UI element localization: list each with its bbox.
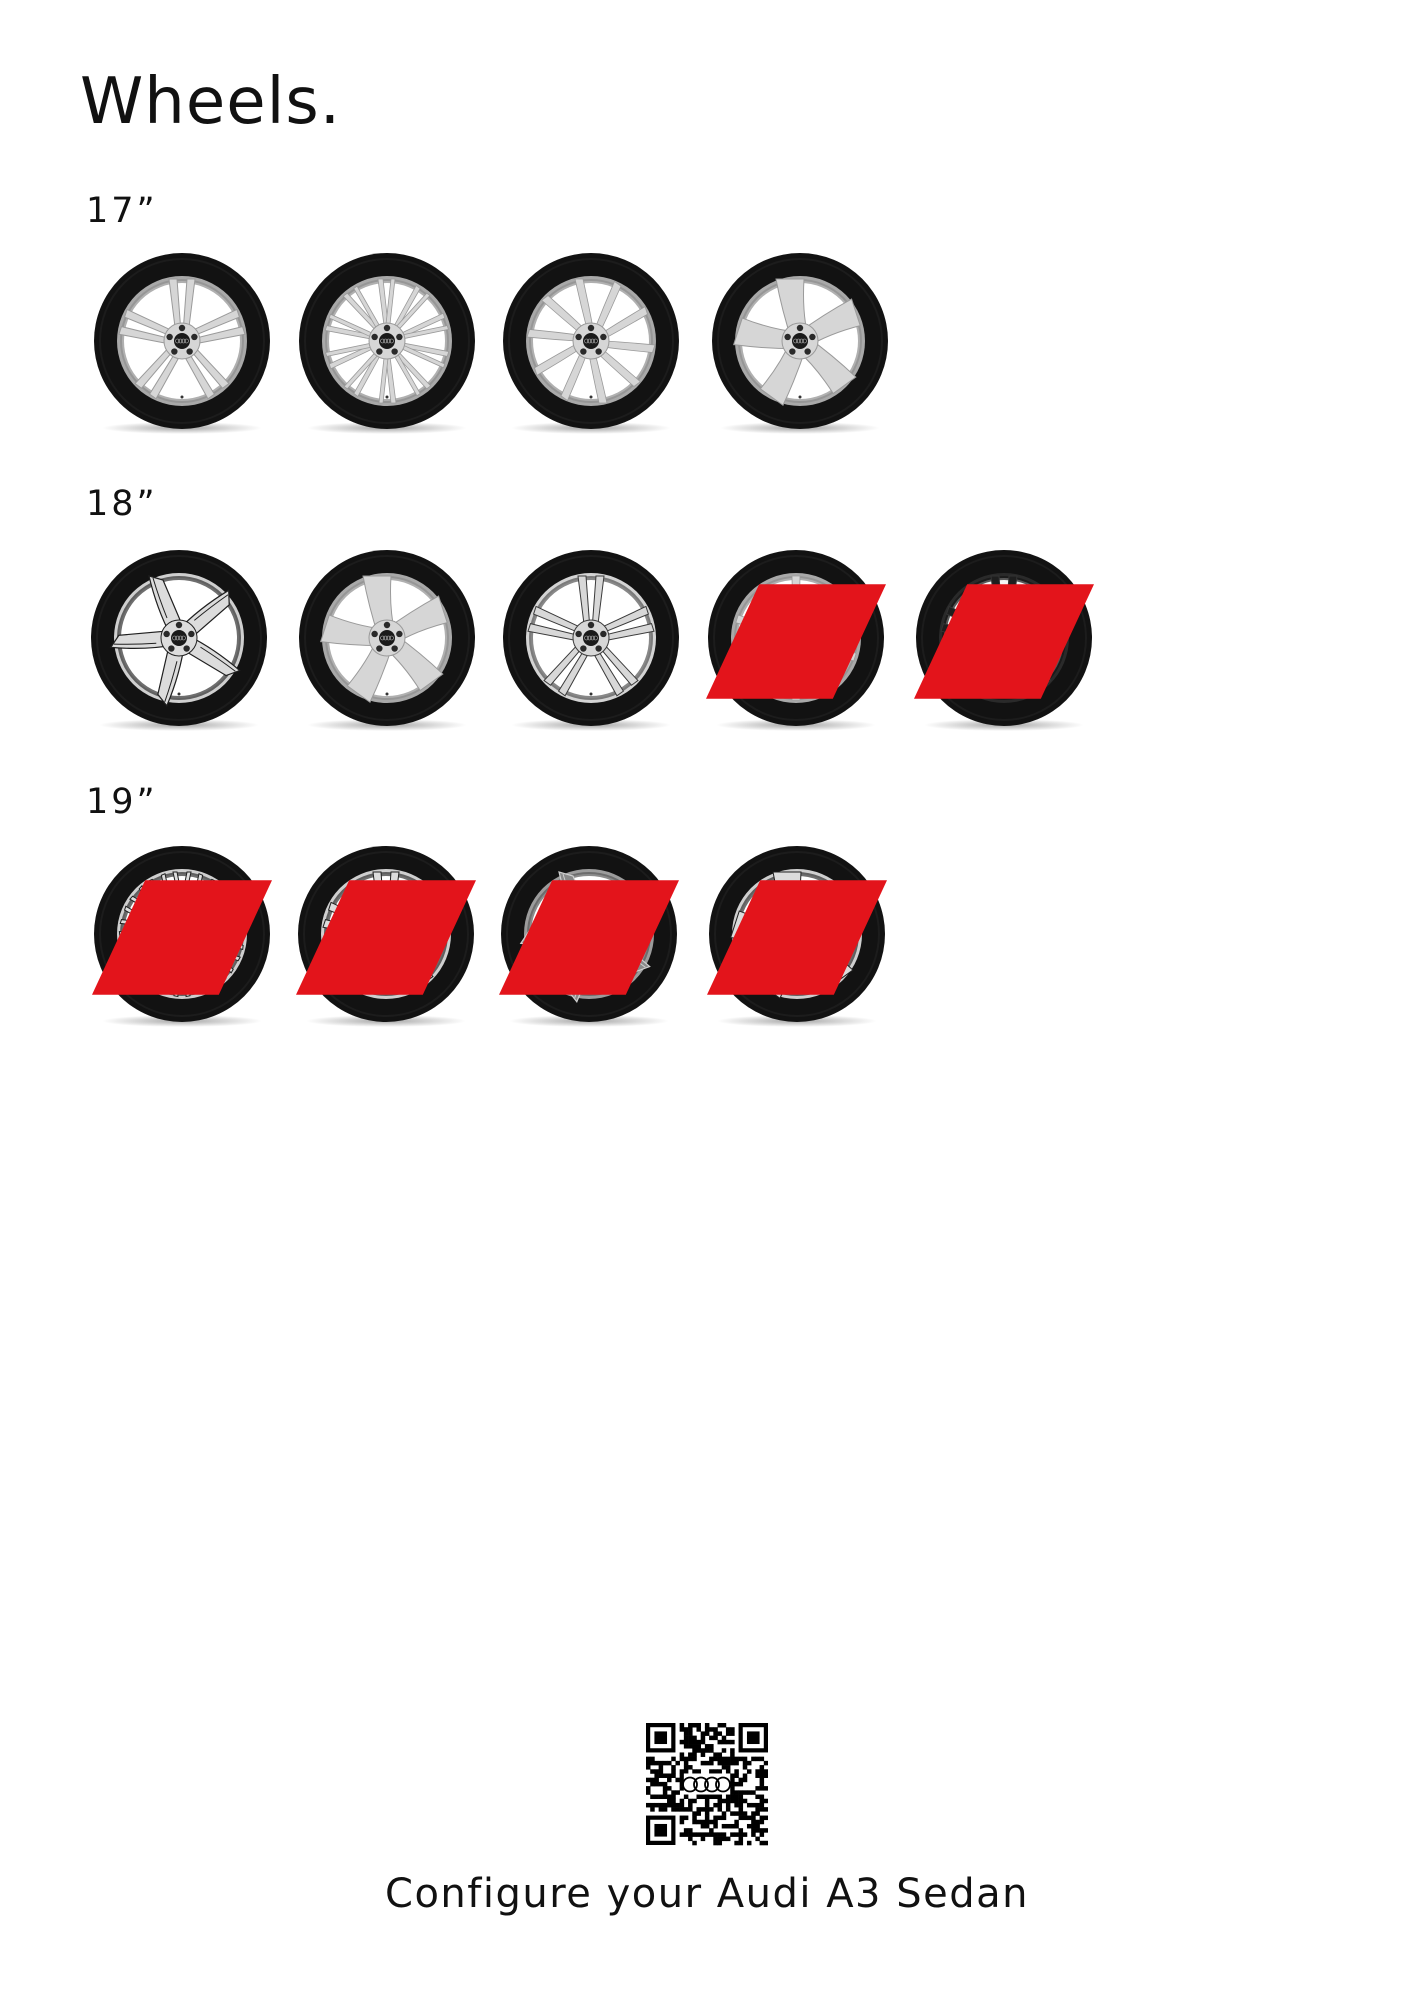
wheel-image: 19-inch 5-arm turbine graphite (Audi Spo… bbox=[499, 845, 679, 1030]
wheel-image: 18-inch 5-arm silver bbox=[297, 549, 477, 734]
wheel-name: 18-inch 5-double-arm bi-color bbox=[501, 734, 502, 735]
wheel-image: 19-inch 5-arm bi-color (Audi Sport) bbox=[707, 845, 887, 1030]
wheel-name: 18-inch 5-arm dynamic bi-color bbox=[89, 734, 90, 735]
wheel-image: 17-inch double-spoke silver bbox=[92, 252, 272, 437]
size-label-17: 17” bbox=[86, 191, 158, 231]
wheel-image: 17-inch dynamic multi-spoke silver bbox=[501, 252, 681, 437]
wheel-icon bbox=[91, 550, 267, 731]
wheel-name: 19-inch 5-double-arm bi-color (Audi Spor… bbox=[296, 1030, 297, 1031]
wheel-name: 18-inch 5-arm silver bbox=[297, 734, 298, 735]
wheel-image: 18-inch 5-double-arm bi-color bbox=[501, 549, 681, 734]
wheel-row-17: 17-inch double-spoke silver 17-inch mult… bbox=[0, 252, 1414, 442]
wheel-icon bbox=[503, 253, 679, 434]
wheel-name: 19-inch multi-spoke bi-color (Audi Sport… bbox=[92, 1030, 93, 1031]
audi-sport-flag-icon bbox=[92, 880, 272, 995]
audi-sport-flag-icon bbox=[707, 880, 887, 995]
wheel-name: 19-inch 5-arm turbine graphite (Audi Spo… bbox=[499, 1030, 500, 1031]
wheel-image: 18-inch 5-arm dynamic bi-color bbox=[89, 549, 269, 734]
wheel-name: 17-inch double-spoke silver bbox=[92, 437, 93, 438]
wheel-name: 17-inch dynamic multi-spoke silver bbox=[501, 437, 502, 438]
qr-code-icon bbox=[646, 1723, 769, 1846]
wheel-image: 17-inch multi-spoke silver bbox=[297, 252, 477, 437]
wheel-image: 19-inch 5-double-arm bi-color (Audi Spor… bbox=[296, 845, 476, 1030]
wheel-icon bbox=[503, 550, 679, 731]
wheel-image: 18-inch 5-double-arm black (Audi Sport) bbox=[914, 549, 1094, 734]
audi-sport-flag-icon bbox=[499, 880, 679, 995]
wheel-icon bbox=[299, 550, 475, 731]
wheel-name: 18-inch 10-spoke silver (Audi Sport) bbox=[706, 734, 707, 735]
wheel-name: 18-inch 5-double-arm black (Audi Sport) bbox=[914, 734, 915, 735]
wheel-row-19: 19-inch multi-spoke bi-color (Audi Sport… bbox=[0, 845, 1414, 1035]
wheel-image: 18-inch 10-spoke silver (Audi Sport) bbox=[706, 549, 886, 734]
audi-sport-flag-icon bbox=[706, 584, 886, 699]
wheel-image: 17-inch 5-arm turbine silver bbox=[710, 252, 890, 437]
wheel-icon bbox=[94, 253, 270, 434]
qr-code[interactable] bbox=[646, 1723, 769, 1846]
size-label-18: 18” bbox=[86, 484, 158, 524]
audi-sport-flag-icon bbox=[914, 584, 1094, 699]
wheel-image: 19-inch multi-spoke bi-color (Audi Sport… bbox=[92, 845, 272, 1030]
page-title: Wheels. bbox=[80, 65, 342, 139]
wheel-icon bbox=[712, 253, 888, 434]
wheel-row-18: 18-inch 5-arm dynamic bi-color 18-inch 5… bbox=[0, 549, 1414, 739]
wheel-name: 17-inch 5-arm turbine silver bbox=[710, 437, 711, 438]
wheel-icon bbox=[299, 253, 475, 434]
wheel-name: 17-inch multi-spoke silver bbox=[297, 437, 298, 438]
audi-sport-flag-icon bbox=[296, 880, 476, 995]
configure-cta: Configure your Audi A3 Sedan bbox=[385, 1871, 1029, 1917]
wheel-name: 19-inch 5-arm bi-color (Audi Sport) bbox=[707, 1030, 708, 1031]
size-label-19: 19” bbox=[86, 782, 158, 822]
